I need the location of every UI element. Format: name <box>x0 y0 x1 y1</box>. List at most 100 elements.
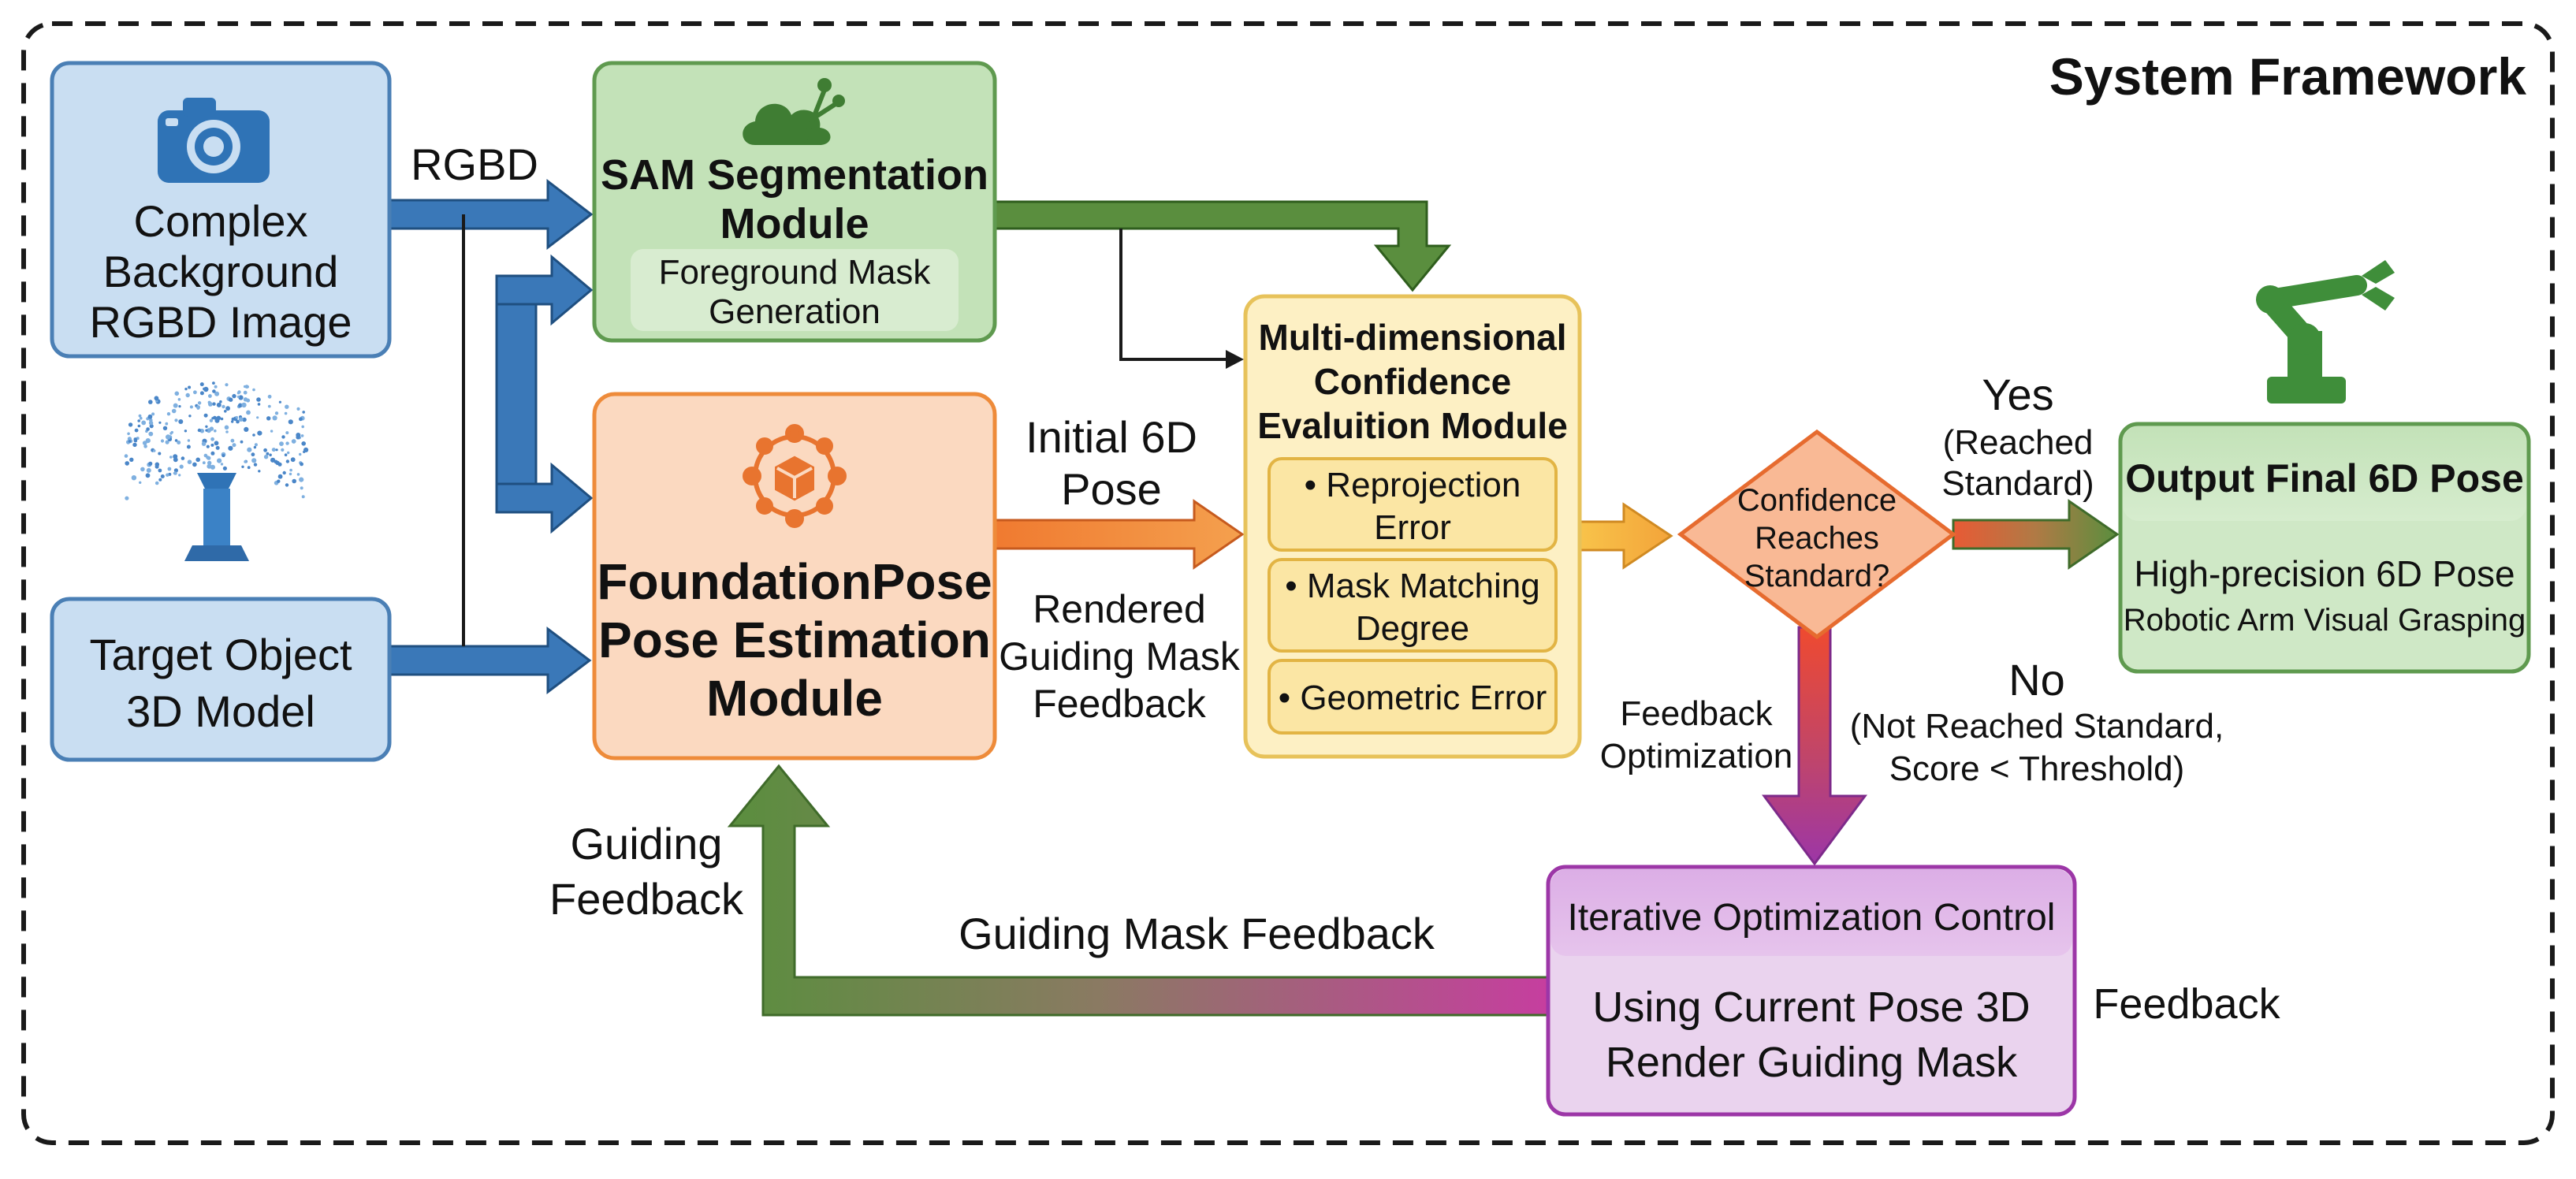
point-cloud-dot <box>154 462 160 467</box>
point-cloud-dot <box>292 478 297 484</box>
point-cloud-dot <box>197 428 202 433</box>
yes-sub-2: Standard) <box>1941 464 2094 503</box>
point-cloud-dot <box>225 430 229 433</box>
point-cloud-dot <box>284 411 288 415</box>
criterion-item <box>1268 659 1558 735</box>
point-cloud-dot <box>216 415 221 421</box>
criterion-1-line-1: • Reprojection <box>1305 466 1521 504</box>
point-cloud-dot <box>281 448 285 452</box>
iterative-header <box>1550 869 2072 956</box>
point-cloud-dot <box>134 428 139 433</box>
point-cloud-dot <box>154 481 159 485</box>
point-cloud-dot <box>192 462 197 467</box>
point-cloud-dot <box>145 473 151 478</box>
point-cloud-dot <box>263 448 267 452</box>
point-cloud-dot <box>174 439 178 442</box>
point-cloud-dot <box>177 398 181 401</box>
point-cloud-dot <box>279 441 284 446</box>
point-cloud-dot <box>213 415 217 420</box>
point-cloud-dot <box>154 396 159 401</box>
point-cloud-dot <box>296 407 300 411</box>
point-cloud-dot <box>129 457 134 462</box>
point-cloud-dot <box>158 468 162 473</box>
point-cloud-dot <box>206 444 210 448</box>
point-cloud-dot <box>151 412 155 416</box>
point-cloud-dot <box>272 415 277 421</box>
point-cloud-dot <box>216 402 221 407</box>
point-cloud-dot <box>270 430 274 433</box>
point-cloud-dot <box>137 419 140 422</box>
target-model-box <box>50 597 392 762</box>
point-cloud-dot <box>189 405 193 409</box>
point-cloud-dot <box>225 383 229 387</box>
confidence-to-decision-arrow <box>1578 502 1673 570</box>
point-cloud-dot <box>252 433 255 437</box>
criterion-1-line-2: Error <box>1374 508 1451 547</box>
guiding-mask-feedback-label: Guiding Mask Feedback <box>959 909 1435 958</box>
initial-pose-arrow <box>993 499 1245 570</box>
point-cloud-dot <box>177 441 181 444</box>
point-cloud-dot <box>300 434 304 437</box>
point-cloud-dot <box>285 441 289 445</box>
decision-line-3: Standard? <box>1744 559 1890 593</box>
point-cloud-dot <box>184 430 188 433</box>
cloud-branch-icon <box>743 78 845 145</box>
point-cloud-dot <box>302 411 306 414</box>
no-sub-1: (Not Reached Standard, <box>1850 707 2224 746</box>
point-cloud-dot <box>128 440 132 443</box>
point-cloud-dot <box>185 392 190 398</box>
foundation-title-3: Module <box>706 670 883 727</box>
point-cloud-dot <box>232 393 236 399</box>
point-cloud-dot <box>173 468 178 473</box>
point-cloud-dot <box>303 450 306 454</box>
feedback-side-label: Feedback <box>2093 980 2280 1028</box>
point-cloud-dot <box>301 441 307 446</box>
point-cloud-dot <box>174 418 178 422</box>
point-cloud-dot <box>263 455 269 459</box>
bracket-arrow-to-sam <box>495 254 594 326</box>
point-cloud-dot <box>133 437 137 441</box>
sam-to-confidence-arrow <box>993 200 1452 292</box>
point-cloud-dot <box>199 429 203 432</box>
rgbd-image-box <box>50 61 392 359</box>
point-cloud-dot <box>146 467 151 473</box>
mask-to-confidence-arrowhead <box>1226 350 1244 369</box>
point-cloud-dot <box>202 461 206 465</box>
point-cloud-dot <box>141 420 147 426</box>
point-cloud-dot <box>166 473 169 477</box>
point-cloud-dot <box>140 467 145 472</box>
sam-subbox <box>631 249 959 331</box>
point-cloud-dot <box>214 429 217 433</box>
point-cloud-dot <box>169 432 173 435</box>
point-cloud-dot <box>158 421 162 424</box>
point-cloud-dot <box>173 471 177 475</box>
rgbd-image-label-1: Complex <box>134 196 308 246</box>
decision-diamond <box>1677 429 1957 640</box>
point-cloud-dot <box>214 441 219 446</box>
point-cloud-dot <box>197 401 202 405</box>
point-cloud-dot <box>179 464 184 469</box>
point-cloud-dot <box>244 426 249 433</box>
point-cloud-dot <box>253 445 257 449</box>
framework-title: System Framework <box>2049 47 2527 106</box>
point-cloud-dot <box>203 413 208 418</box>
point-cloud-dot <box>152 449 156 452</box>
camera-icon <box>158 98 270 183</box>
network-cube-icon <box>743 424 847 528</box>
point-cloud-dot <box>214 385 218 389</box>
no-arrow <box>1762 626 1867 866</box>
point-cloud-dot <box>220 417 224 421</box>
point-cloud-dot <box>257 430 262 436</box>
guiding-feedback-label-1: Guiding <box>570 819 722 868</box>
point-cloud-dot <box>301 425 305 429</box>
point-cloud-dot <box>158 452 162 456</box>
point-cloud-dot <box>137 424 141 428</box>
point-cloud-dot <box>299 477 304 482</box>
point-cloud-dot <box>296 435 300 440</box>
point-cloud-dot <box>277 479 281 483</box>
point-cloud-dot <box>256 397 261 402</box>
point-cloud-dot <box>241 465 244 468</box>
point-cloud-dot <box>285 483 289 487</box>
point-cloud-dot <box>212 381 215 385</box>
point-cloud-dot <box>217 458 222 463</box>
